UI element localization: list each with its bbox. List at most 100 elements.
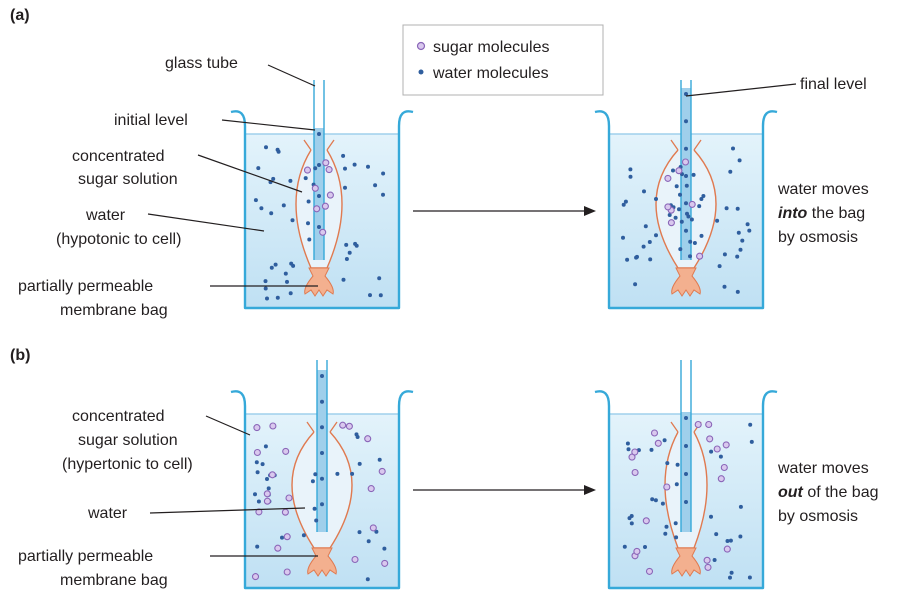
sugar-molecule <box>664 203 672 211</box>
water-molecule <box>728 169 733 174</box>
water-molecule <box>382 546 387 551</box>
water-molecule <box>622 544 627 549</box>
water-label-line1: water <box>85 207 126 224</box>
water-molecule <box>685 211 689 216</box>
water-molecule <box>633 282 638 287</box>
legend-water-swatch <box>418 69 424 75</box>
sugar-molecule <box>313 205 321 213</box>
water-molecule <box>709 514 713 519</box>
water-molecule <box>684 500 688 504</box>
water-molecule <box>355 435 360 439</box>
water-molecule <box>628 167 633 172</box>
water-molecule <box>684 416 688 420</box>
water-molecule <box>621 202 626 207</box>
sugar-molecule <box>283 533 291 541</box>
water-molecule <box>684 201 688 206</box>
water-molecule <box>745 222 750 227</box>
water-molecule <box>684 119 688 124</box>
sugar-molecule <box>722 441 730 449</box>
water-molecule <box>643 224 648 229</box>
glass-tube-label: glass tube <box>165 55 238 72</box>
water-molecule <box>263 444 268 449</box>
water-molecule <box>712 558 717 562</box>
water-molecule <box>317 194 321 198</box>
sugar-molecule <box>269 422 277 430</box>
result-a-line1: water moves <box>777 181 869 198</box>
bag-knot <box>671 547 701 577</box>
water-molecule <box>715 218 720 223</box>
water-molecule <box>627 516 632 521</box>
water-molecule <box>357 461 362 466</box>
sugar-molecule <box>654 439 662 447</box>
water-molecule <box>280 535 284 540</box>
water-molecule <box>253 198 258 203</box>
sugar-molecule <box>675 167 683 175</box>
result-b-emphasis: out <box>778 484 804 501</box>
water-molecule <box>738 504 743 509</box>
water-molecule <box>663 531 668 536</box>
water-molecule <box>255 544 260 549</box>
panel-a-label: (a) <box>10 7 30 24</box>
water-molecule <box>678 192 682 197</box>
water-molecule <box>377 457 382 462</box>
beaker-outline <box>594 390 778 590</box>
water-molecule <box>343 166 347 171</box>
water-molecule <box>283 271 288 276</box>
water-molecule <box>662 438 667 443</box>
water-molecule <box>344 242 349 247</box>
sugar-molecule <box>631 448 639 456</box>
sugar-molecule <box>688 200 696 208</box>
result-a-emphasis: into <box>778 205 808 222</box>
water-molecule <box>313 166 318 171</box>
water-molecule <box>722 284 727 289</box>
water-molecule <box>317 163 321 167</box>
result-b-line3: by osmosis <box>778 508 858 525</box>
sugar-molecule <box>253 424 261 432</box>
sugar-molecule <box>713 445 721 453</box>
water-molecule <box>288 291 293 296</box>
water-molecule <box>378 293 383 298</box>
water-molecule <box>654 233 658 238</box>
water-molecule <box>353 241 358 246</box>
water-molecule <box>735 254 740 259</box>
water-molecule <box>306 199 311 204</box>
panel-b-annotations: concentrated sugar solution (hypertonic … <box>18 408 879 589</box>
result-b-line1: water moves <box>777 460 869 477</box>
beaker-a-final <box>594 80 778 310</box>
sugar-molecule <box>369 524 377 532</box>
water-molecule <box>317 225 321 229</box>
solution-b-line1: concentrated <box>72 408 165 425</box>
sugar-molecule <box>705 420 713 429</box>
solution-b-line2: sugar solution <box>78 432 178 449</box>
beaker-outline <box>230 110 414 310</box>
water-molecule <box>665 461 670 466</box>
water-molecule <box>699 197 704 201</box>
water-molecule <box>256 166 261 171</box>
water-molecule <box>675 462 680 467</box>
water-molecule <box>731 146 735 151</box>
water-molecule <box>275 147 280 152</box>
water-molecule <box>689 217 694 222</box>
water-molecule <box>664 524 669 529</box>
water-molecule <box>301 533 306 538</box>
sugar-molecule <box>263 497 271 505</box>
water-molecule <box>264 145 268 150</box>
water-molecule <box>350 471 355 476</box>
water-molecule <box>735 289 740 294</box>
sugar-molecule <box>326 191 334 199</box>
sugar-molecule <box>322 159 330 167</box>
bag-knot <box>304 267 334 297</box>
sugar-molecule <box>351 555 359 564</box>
sugar-molecule <box>263 490 271 498</box>
water-molecule <box>653 498 658 503</box>
solution-label-line2: sugar solution <box>78 171 178 188</box>
water-molecule <box>625 441 630 446</box>
sugar-molecule <box>303 166 312 174</box>
water-molecule <box>738 247 743 252</box>
water-molecule <box>253 492 257 497</box>
final-level-leader <box>685 83 797 97</box>
sugar-molecule <box>704 563 712 571</box>
water-molecule <box>674 535 679 540</box>
bag-knot <box>671 267 701 297</box>
water-molecule <box>265 296 269 301</box>
